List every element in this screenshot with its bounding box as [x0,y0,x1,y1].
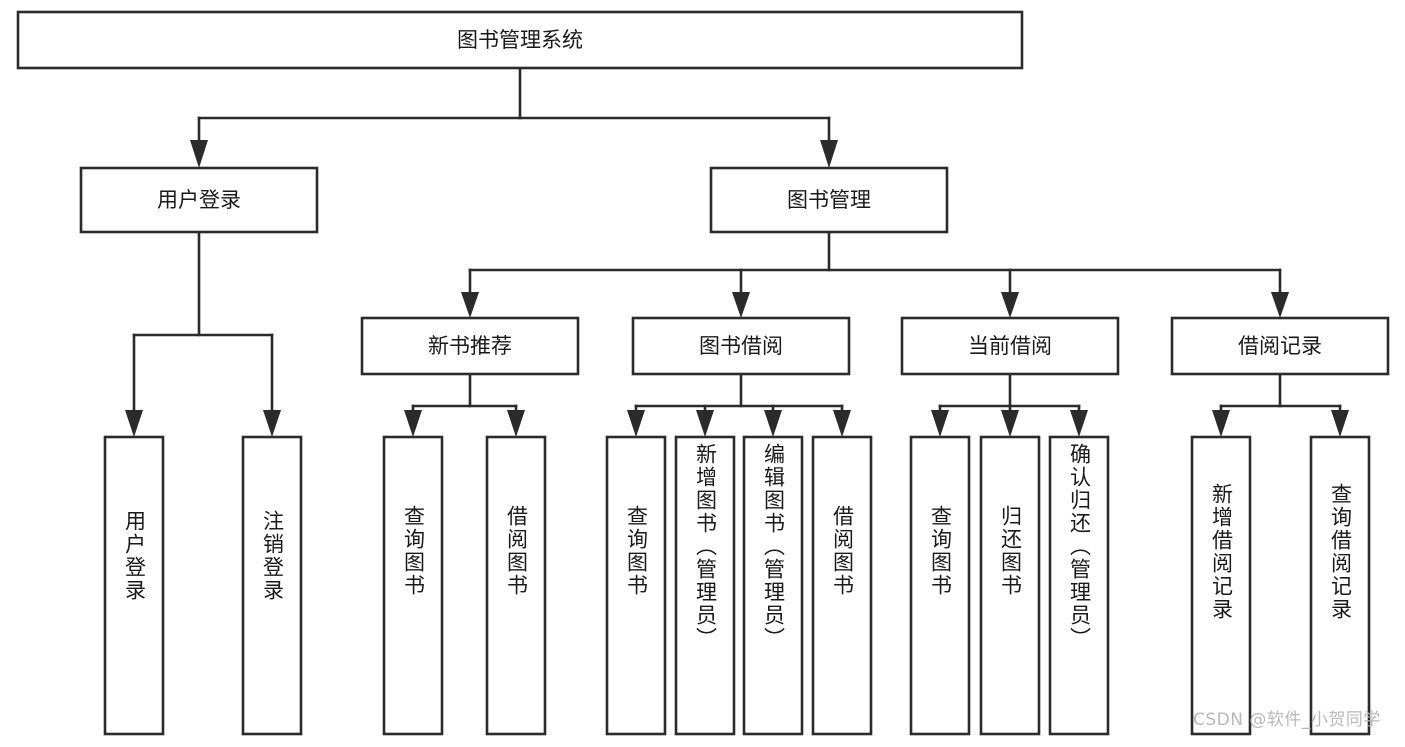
arrowhead-book-borrow [732,292,750,318]
node-current-borrow-label: 当前借阅 [968,334,1052,358]
arrowhead-leaf-query-record [1331,410,1349,437]
arrowhead-leaf-borrow-book-bb [833,410,851,437]
arrowhead-leaf-logout [263,410,281,437]
arrowhead-leaf-borrow-book-nb [507,410,525,437]
node-book-manage-box[interactable] [709,166,949,234]
arrowhead-leaf-edit-book [764,410,782,437]
node-book-borrow-label: 图书借阅 [699,334,783,358]
arrowhead-current-borrow [1001,292,1019,318]
arrowhead-leaf-query-book-bb [627,410,645,437]
arrowhead-new-book-recommend [461,292,479,318]
node-leaf-query-book-nb-box[interactable] [382,435,444,736]
arrowhead-leaf-user-login [125,410,143,437]
node-user-login-box[interactable] [79,166,319,234]
node-leaf-return-book-box[interactable] [979,435,1041,736]
arrowhead-leaf-add-record [1212,410,1230,437]
node-book-borrow-box[interactable] [631,316,851,376]
arrowhead-borrow-record [1271,292,1289,318]
node-leaf-query-record-box[interactable] [1309,435,1371,736]
arrowhead-leaf-confirm-return [1070,410,1088,437]
node-borrow-record-box[interactable] [1170,316,1390,376]
node-root-box[interactable] [16,10,1024,70]
node-user-login-label: 用户登录 [157,188,241,212]
node-leaf-borrow-book-nb-box[interactable] [485,435,547,736]
node-root-label: 图书管理系统 [457,28,583,52]
node-borrow-record-label: 借阅记录 [1238,334,1322,358]
node-leaf-add-book-box[interactable] [674,435,736,736]
arrowhead-leaf-return-book [1001,410,1019,437]
arrowhead-leaf-query-book-nb [404,410,422,437]
csdn-watermark: CSDN @软件_小贺同学 [1193,710,1381,730]
connector-layer [125,66,1349,437]
node-layer: 图书管理系统 用户登录 图书管理 新书推荐 图书借阅 当前借阅 借阅记录 [16,10,1390,736]
node-leaf-user-login-box[interactable] [103,435,165,736]
node-leaf-borrow-book-bb-box[interactable] [811,435,873,736]
arrowhead-user-login [190,140,208,168]
node-leaf-add-record-box[interactable] [1190,435,1252,736]
node-leaf-logout-box[interactable] [241,435,303,736]
node-leaf-confirm-return-box[interactable] [1048,435,1110,736]
node-new-book-recommend-label: 新书推荐 [428,334,512,358]
node-new-book-recommend-box[interactable] [360,316,580,376]
arrowhead-leaf-query-book-cb [931,410,949,437]
node-current-borrow-box[interactable] [900,316,1120,376]
arrowhead-book-manage [820,140,838,168]
node-leaf-query-book-cb-box[interactable] [909,435,971,736]
node-book-manage-label: 图书管理 [787,188,871,212]
node-leaf-edit-book-box[interactable] [742,435,804,736]
arrowhead-leaf-add-book [696,410,714,437]
node-leaf-query-book-bb-box[interactable] [605,435,667,736]
